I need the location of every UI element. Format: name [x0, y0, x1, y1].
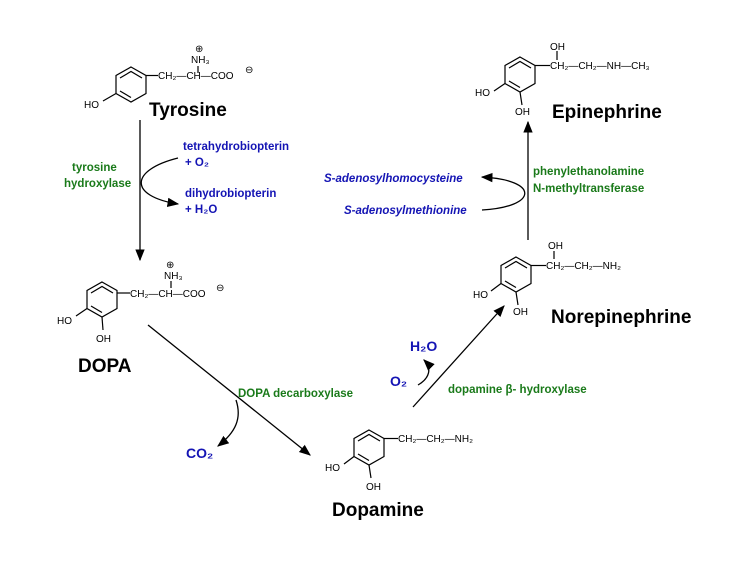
epinephrine-ring [504, 56, 536, 93]
cofactor-h2o: H₂O [410, 338, 437, 354]
epinephrine-side-oh: OH [550, 42, 565, 53]
dopamine-ring [353, 429, 385, 466]
norepinephrine-ring-oh2: OH [513, 307, 528, 318]
norepinephrine-structure: CH₂—CH₂—NH₂ OH HO OH Norepinephrine [473, 241, 691, 328]
norepinephrine-side-oh: OH [548, 241, 563, 252]
tyrosine-ring-oh: HO [84, 100, 99, 111]
dopa-plus-charge: ⊕ [166, 260, 174, 271]
enzyme-dopamine-beta-hydroxylase: dopamine β- hydroxylase [448, 384, 587, 396]
norepinephrine-ring [500, 256, 532, 293]
epinephrine-ring-oh2: OH [515, 107, 530, 118]
enzyme-tyrosine-hydroxylase-line2: hydroxylase [64, 178, 131, 190]
cofactor-o2: O₂ [390, 373, 407, 389]
dopa-ring-oh2: OH [96, 334, 111, 345]
dopa-label: DOPA [78, 356, 132, 377]
tyrosine-label: Tyrosine [149, 100, 227, 121]
norepinephrine-chain: CH₂—CH₂—NH₂ [546, 261, 621, 272]
epinephrine-ring-oh: HO [475, 88, 490, 99]
dopa-minus-charge: ⊖ [216, 283, 224, 294]
enzyme-pnmt-line1: phenylethanolamine [533, 166, 644, 178]
tyrosine-chain: CH₂—CH—COO [158, 71, 234, 82]
dopamine-chain: CH₂—CH₂—NH₂ [398, 434, 473, 445]
epinephrine-chain: CH₂—CH₂—NH—CH₃ [550, 61, 650, 72]
epinephrine-structure: CH₂—CH₂—NH—CH₃ OH HO OH Epinephrine [475, 42, 662, 123]
cofactor-s-adenosylmethionine: S-adenosylmethionine [344, 205, 467, 217]
dopamine-structure: CH₂—CH₂—NH₂ HO OH Dopamine [325, 429, 473, 521]
dopamine-label: Dopamine [332, 500, 424, 521]
enzyme-dopa-decarboxylase: DOPA decarboxylase [238, 388, 353, 400]
dopamine-ring-oh2: OH [366, 482, 381, 493]
cofactor-plus-o2: + O₂ [185, 157, 209, 169]
tyrosine-ring [115, 66, 147, 103]
cofactor-s-adenosylhomocysteine: S-adenosylhomocysteine [324, 173, 463, 185]
arrow-biopterin-cycle [140, 157, 180, 207]
cofactor-tetrahydrobiopterin: tetrahydrobiopterin [183, 141, 289, 153]
cofactor-dihydrobiopterin: dihydrobiopterin [185, 188, 276, 200]
enzyme-tyrosine-hydroxylase-line1: tyrosine [72, 162, 117, 174]
dopa-ring-oh: HO [57, 316, 72, 327]
arrow-co2-release [217, 399, 239, 447]
norepinephrine-ring-oh: HO [473, 290, 488, 301]
enzyme-pnmt-line2: N-methyltransferase [533, 183, 644, 195]
tyrosine-amine: NH₃ [191, 55, 210, 66]
arrow-dopa-to-dopamine [147, 324, 311, 456]
dopa-chain: CH₂—CH—COO [130, 289, 206, 300]
tyrosine-plus-charge: ⊕ [195, 44, 203, 55]
cofactor-co2: CO₂ [186, 445, 213, 461]
dopa-structure: CH₂—CH—COO NH₃ ⊕ ⊖ HO OH DOPA [57, 260, 224, 377]
norepinephrine-label: Norepinephrine [551, 307, 691, 328]
arrow-dopamine-to-norepinephrine [412, 305, 505, 408]
dopamine-ring-oh: HO [325, 463, 340, 474]
tyrosine-structure: CH₂—CH—COO NH₃ ⊕ ⊖ HO Tyrosine [84, 44, 253, 121]
tyrosine-minus-charge: ⊖ [245, 65, 253, 76]
cofactor-plus-h2o: + H₂O [185, 204, 217, 216]
dopa-amine: NH₃ [164, 271, 183, 282]
arrow-h2o-release [417, 359, 435, 386]
epinephrine-label: Epinephrine [552, 102, 662, 123]
arrow-methyl-transfer [480, 172, 526, 211]
dopa-ring [86, 281, 118, 318]
